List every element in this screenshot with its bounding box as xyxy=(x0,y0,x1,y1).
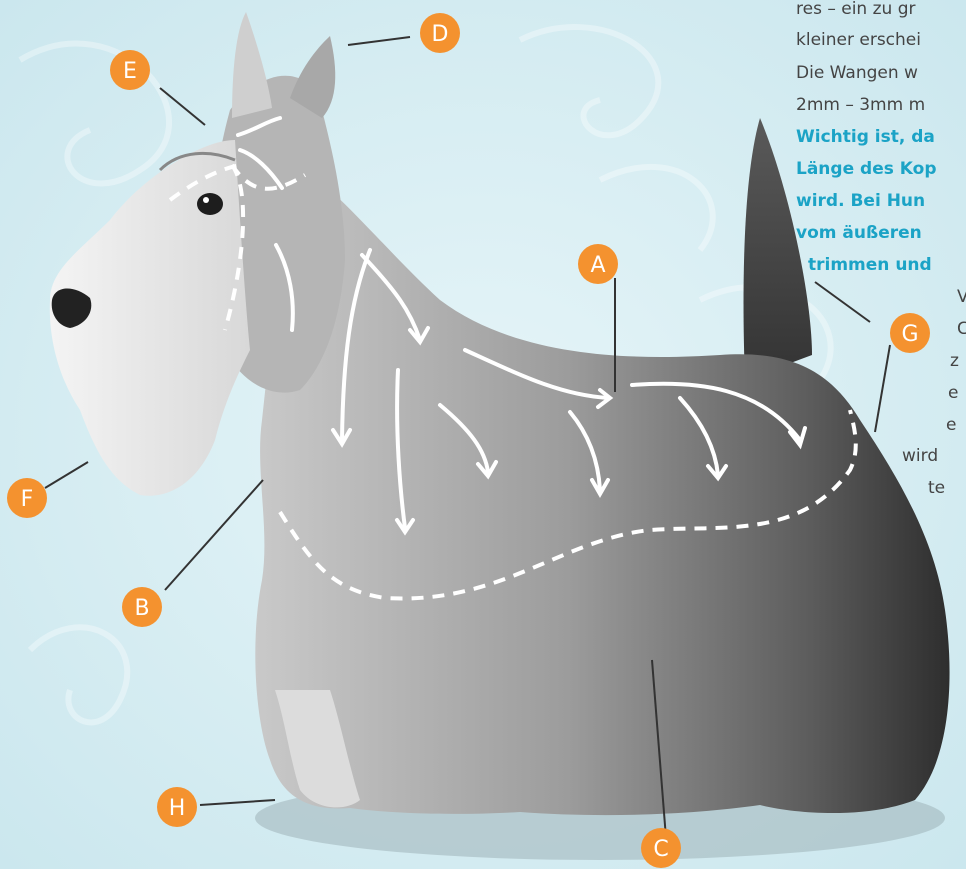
text-line-1: res – ein zu gr xyxy=(796,0,915,25)
highlight-line-4: vom äußeren xyxy=(796,218,922,249)
label-badge-b: B xyxy=(122,587,162,627)
label-badge-e: E xyxy=(110,50,150,90)
svg-text:E: E xyxy=(123,59,137,84)
svg-text:H: H xyxy=(169,796,186,821)
trailing-line-1: V xyxy=(957,282,966,313)
svg-text:G: G xyxy=(901,322,918,347)
svg-text:B: B xyxy=(134,596,149,621)
label-badge-c: C xyxy=(641,828,681,868)
label-badge-d: D xyxy=(420,13,460,53)
highlight-line-2: Länge des Kop xyxy=(796,154,936,185)
trailing-line-7: te xyxy=(928,473,945,504)
label-badge-a: A xyxy=(578,244,618,284)
svg-text:A: A xyxy=(590,253,605,278)
trailing-line-6: wird xyxy=(902,441,938,472)
text-line-3: Die Wangen w xyxy=(796,58,918,89)
trailing-line-3: z xyxy=(950,346,959,377)
text-line-2: kleiner erschei xyxy=(796,25,921,56)
label-badge-g: G xyxy=(890,313,930,353)
label-badge-h: H xyxy=(157,787,197,827)
highlight-line-3: wird. Bei Hun xyxy=(796,186,925,217)
svg-text:D: D xyxy=(432,22,449,47)
trailing-line-2: C xyxy=(957,314,966,345)
eye-highlight xyxy=(203,197,209,203)
svg-text:F: F xyxy=(21,487,34,512)
label-badge-f: F xyxy=(7,478,47,518)
trailing-line-5: e xyxy=(946,410,956,441)
text-line-4: 2mm – 3mm m xyxy=(796,90,925,121)
highlight-line-5: trimmen und xyxy=(808,250,932,281)
dog-eye xyxy=(197,193,223,215)
highlight-line-1: Wichtig ist, da xyxy=(796,122,935,153)
svg-text:C: C xyxy=(653,837,668,862)
trailing-line-4: e xyxy=(948,378,958,409)
